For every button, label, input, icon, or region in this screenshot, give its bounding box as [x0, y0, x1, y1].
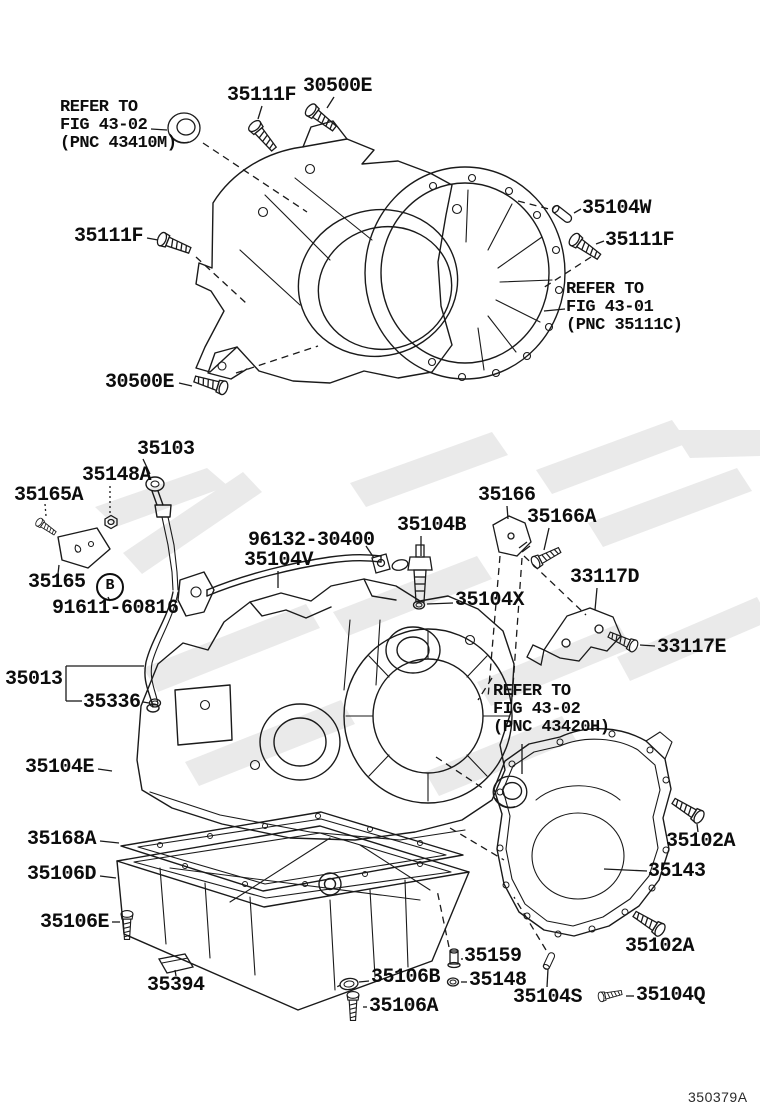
dipstick-drawing — [144, 476, 215, 713]
union-part-icon-union-35104B — [391, 544, 433, 603]
seal-part-icon-seal-fig43-02-lower — [492, 775, 528, 809]
clip-part-icon-clip-35159 — [447, 948, 461, 969]
callout-b-circle: B — [96, 573, 124, 601]
oring-part-icon-oring-35148 — [446, 977, 460, 987]
nut-part-icon-nut-35148A — [104, 514, 118, 530]
dashed-leader-line — [449, 827, 505, 861]
leader-line — [358, 980, 370, 983]
pin-part-icon-tube-35104S — [542, 952, 556, 970]
leader-line — [142, 701, 150, 704]
leader-line — [97, 768, 113, 772]
leader-line — [57, 564, 60, 575]
dashed-leader-line — [436, 889, 450, 948]
dashed-leader-line — [195, 256, 247, 304]
leader-line — [573, 208, 582, 214]
bolt-part-icon-bolt-35106A — [346, 990, 360, 1022]
part-icons — [35, 103, 705, 1022]
dotted-leader-line — [44, 503, 47, 517]
leader-line — [543, 527, 550, 551]
magnet-part-icon-magnet-35394 — [157, 953, 195, 974]
leader-line — [594, 587, 598, 611]
leader-line — [696, 823, 699, 833]
oring-part-icon-oring-35336 — [148, 698, 162, 708]
bolt-part-icon-bolt-35111F-left — [156, 231, 192, 254]
oil-pan-drawing — [116, 825, 470, 1011]
leader-line — [150, 128, 168, 131]
leader-line — [603, 868, 648, 872]
bolt-part-icon-bolt-35102A-upper — [671, 797, 705, 824]
clamp-part-icon-clamp-96132-30400 — [371, 553, 391, 574]
leader-line — [142, 458, 151, 475]
bolt-part-icon-bolt-35102A-lower — [632, 910, 666, 937]
dashed-leader-line — [202, 142, 308, 213]
leader-line — [99, 840, 120, 844]
leader-line — [257, 105, 263, 120]
dashed-leader-line — [235, 345, 319, 374]
oil-hose-drawing — [206, 553, 382, 597]
leader-line — [326, 96, 335, 109]
bolt-part-icon-bolt-35166A — [530, 546, 562, 569]
plug-part-icon-plug-35106B — [336, 977, 359, 991]
leader-line — [99, 875, 117, 879]
leader-line — [595, 240, 605, 245]
leader-line — [178, 382, 193, 387]
bolt-part-icon-bolt-30500E-top — [304, 103, 338, 132]
bolt-part-icon-screw-35165A — [35, 517, 57, 536]
dashed-leader-line — [513, 896, 547, 951]
leader-line — [543, 308, 566, 312]
shield-35165-drawing — [57, 527, 111, 569]
leader-line — [426, 602, 454, 605]
bolt-part-icon-bolt-35111F-right — [568, 232, 602, 261]
dashed-leader-line — [517, 200, 550, 210]
clutch-housing-drawing — [195, 120, 566, 384]
bolt-part-icon-bolt-35106E — [120, 909, 134, 941]
seal-part-icon-seal-fig43-02 — [167, 112, 201, 144]
catalog-watermark — [95, 420, 760, 796]
bolt-part-icon-bolt-35111F-top — [248, 119, 278, 152]
leader-lines — [44, 96, 699, 1008]
leader-line — [365, 545, 375, 559]
bolt-part-icon-bolt-33117E — [607, 631, 639, 653]
leader-line — [146, 237, 159, 241]
oring-part-icon-oring-35104X — [412, 600, 426, 610]
bracket-part-icon-bracket-33117D — [526, 607, 622, 667]
oil-pan-gasket-drawing — [120, 811, 464, 892]
leader-line — [639, 644, 656, 647]
figure-code: 350379A — [688, 1089, 748, 1105]
leader-line — [546, 968, 549, 988]
rear-cover-drawing — [493, 728, 673, 938]
bolt-part-icon-bolt-30500E-bottom — [193, 375, 229, 396]
pin-part-icon-pin-35104W — [551, 204, 573, 223]
dashed-leader-line — [477, 677, 493, 701]
dashed-leader-line — [542, 256, 592, 289]
dashed-leader-line — [435, 756, 485, 790]
sensor-part-icon-sensor-35166 — [492, 515, 532, 557]
bolt-part-icon-plug-35104Q — [597, 989, 623, 1003]
